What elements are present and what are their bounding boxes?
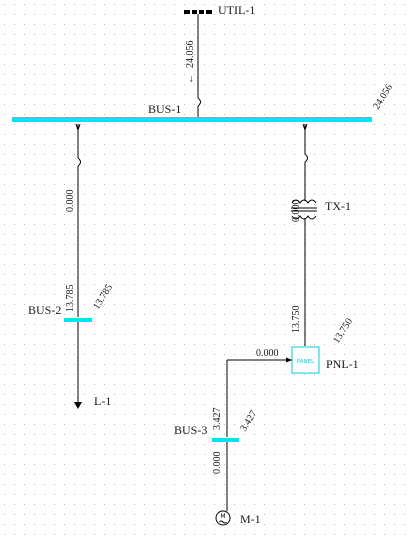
bus-1-voltage: 24.056	[371, 82, 395, 111]
panel-name: PNL-1	[326, 357, 359, 371]
motor-tilde-icon	[219, 520, 227, 524]
panel-branch-flow: 0.000	[256, 348, 279, 359]
bus-1-bar[interactable]	[12, 117, 372, 122]
utility-symbol-gap-1	[190, 9, 192, 15]
panel-voltage: 13.750	[331, 316, 355, 345]
grid-background	[4, 4, 405, 535]
bus-2-bar[interactable]	[64, 318, 92, 322]
motor-m-1[interactable]: M	[215, 510, 231, 526]
bus-2-upstream-flow: 0.000	[65, 190, 76, 213]
bus-3-voltage-side: 3.427	[238, 409, 259, 434]
transformer-secondary-flow: 13.750	[291, 306, 302, 334]
bus-3-name: BUS-3	[174, 423, 207, 437]
transformer-name: TX-1	[325, 199, 351, 213]
bus-1-name: BUS-1	[148, 102, 181, 116]
right-breaker-arc	[304, 153, 308, 163]
motor-flow: 0.000	[212, 452, 223, 475]
left-breaker-arc	[77, 157, 81, 167]
transformer-primary-coil	[291, 199, 317, 204]
transformer-secondary-coil	[291, 215, 317, 220]
load-name: L-1	[94, 394, 111, 408]
utility-name: UTIL-1	[218, 3, 255, 17]
bus-3-voltage-along: 3.427	[212, 408, 223, 431]
utility-flow-value: 24.056	[185, 41, 196, 69]
bus-3-bar[interactable]	[212, 438, 239, 442]
utility-symbol-gap-3	[204, 9, 206, 15]
bus-2-name: BUS-2	[28, 303, 61, 317]
motor-name: M-1	[240, 512, 261, 526]
panel-branch-arrow-icon	[286, 357, 292, 363]
panel-box-label: PANEL	[297, 359, 315, 365]
wire-util-breaker-arc	[197, 97, 201, 107]
panel-pnl-1[interactable]: PANEL	[291, 346, 320, 374]
load-arrow-icon	[74, 402, 82, 409]
motor-symbol: M	[220, 513, 225, 520]
bus-2-voltage-side: 13.785	[91, 282, 115, 311]
bus-2-voltage-along: 13.785	[65, 285, 76, 313]
utility-symbol-gap-2	[197, 9, 199, 15]
utility-flow-arrow: ←	[185, 74, 196, 84]
transformer-tx-1[interactable]	[291, 196, 317, 224]
utility-util-1[interactable]: UTIL-1	[184, 3, 255, 17]
